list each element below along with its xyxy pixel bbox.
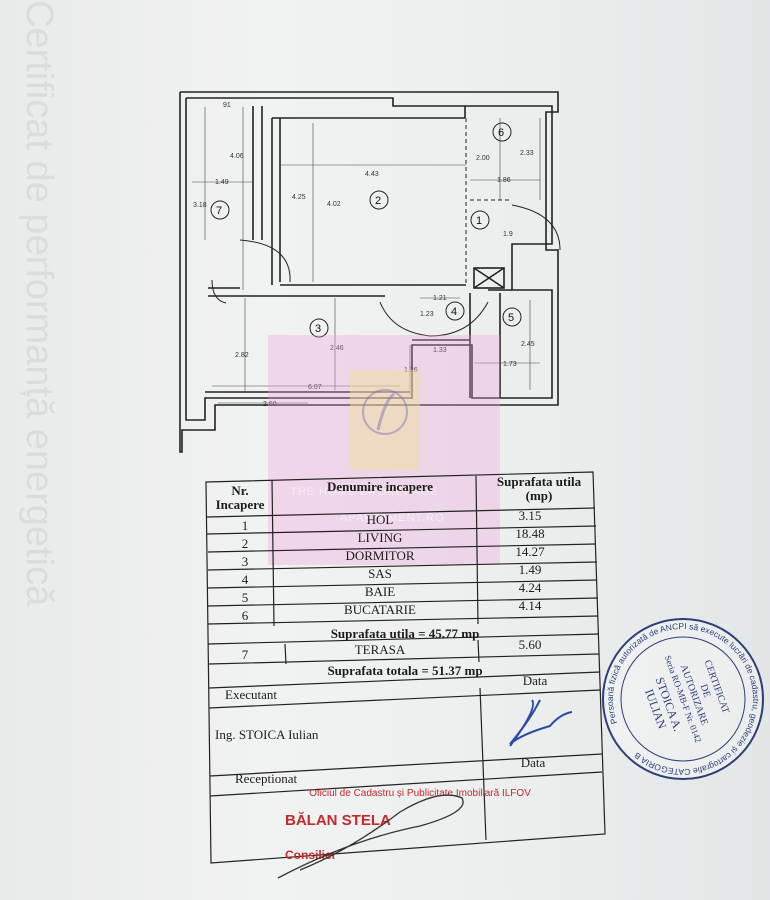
table-row-name: HOL xyxy=(366,512,394,527)
table-row-nr: 4 xyxy=(241,572,249,587)
data-label: Data xyxy=(520,755,546,770)
data-label: Data xyxy=(522,673,548,688)
table-row-nr: 1 xyxy=(241,518,249,533)
svg-text:5: 5 xyxy=(508,312,514,324)
terrace-nr: 7 xyxy=(241,647,249,662)
authorization-stamp: Persoană fizică autorizată de ANCPI să e… xyxy=(583,599,770,799)
svg-text:4.25: 4.25 xyxy=(292,194,306,201)
col-header-nr: Nr. Incapere xyxy=(215,483,265,512)
table-row-area: 14.27 xyxy=(515,544,545,559)
col-header-name: Denumire incapere xyxy=(326,479,434,494)
svg-text:2.82: 2.82 xyxy=(235,352,249,359)
col-header-area: Suprafata utila (mp) xyxy=(496,474,582,503)
dashed-lines xyxy=(465,118,512,285)
svg-text:1.9: 1.9 xyxy=(503,231,513,238)
subtotal-row: Suprafata utila = 45.77 mp xyxy=(330,626,480,641)
dimension-labels: 91 4.06 1.49 3.18 4.25 4.02 4.43 2.00 2.… xyxy=(193,102,535,408)
executant-label: Executant xyxy=(225,687,277,702)
terrace-name: TERASA xyxy=(354,642,406,657)
watermark-text: THE HOME BROKERAGE xyxy=(290,486,439,498)
table-row-area: 3.15 xyxy=(518,508,542,523)
table-row-nr: 2 xyxy=(241,536,249,551)
svg-text:1.86: 1.86 xyxy=(497,177,511,184)
table-row-area: 4.14 xyxy=(518,598,542,613)
table-row-nr: 5 xyxy=(241,590,249,605)
svg-text:4: 4 xyxy=(451,306,457,318)
receiver-signature xyxy=(277,794,464,879)
svg-text:2: 2 xyxy=(375,195,381,207)
svg-text:7: 7 xyxy=(216,205,222,217)
watermark-subtext: APARTAMENT.RO xyxy=(340,512,445,524)
svg-text:6.07: 6.07 xyxy=(308,384,322,391)
svg-text:6: 6 xyxy=(498,127,504,139)
svg-text:3.18: 3.18 xyxy=(193,202,207,209)
dimension-lines xyxy=(192,107,541,404)
svg-text:2.33: 2.33 xyxy=(520,150,534,157)
svg-text:3: 3 xyxy=(315,323,321,335)
svg-text:2.45: 2.45 xyxy=(521,341,535,348)
svg-text:1.73: 1.73 xyxy=(503,361,517,368)
table-row-area: 18.48 xyxy=(515,526,545,541)
plan-walls xyxy=(179,91,559,453)
table-row-name: LIVING xyxy=(357,530,403,545)
svg-text:1.33: 1.33 xyxy=(433,347,447,354)
svg-text:91: 91 xyxy=(223,102,231,109)
door-swings xyxy=(211,204,561,337)
table-row-name: BAIE xyxy=(364,584,396,599)
table-row-name: BUCATARIE xyxy=(344,602,416,617)
svg-text:2.60: 2.60 xyxy=(263,401,277,408)
svg-text:1.49: 1.49 xyxy=(215,179,229,186)
svg-text:4.43: 4.43 xyxy=(365,171,379,178)
terrace-area: 5.60 xyxy=(518,637,542,652)
official-name: BĂLAN STELA xyxy=(285,812,391,829)
table-row-area: 1.49 xyxy=(518,562,542,577)
room-markers: 1 2 3 4 5 6 7 xyxy=(210,122,522,338)
table-row-nr: 6 xyxy=(241,608,249,623)
svg-text:1: 1 xyxy=(476,215,482,227)
receptionat-label: Receptionat xyxy=(235,771,298,786)
table-row-area: 4.24 xyxy=(518,580,542,595)
svg-text:1.23: 1.23 xyxy=(420,311,434,318)
svg-text:2.46: 2.46 xyxy=(330,345,344,352)
svg-text:2.00: 2.00 xyxy=(476,155,490,162)
office-stamp-text: Oficiul de Cadastru și Publicitate Imobi… xyxy=(309,788,531,799)
table-row-name: SAS xyxy=(368,566,392,581)
svg-text:DE: DE xyxy=(698,683,713,699)
table-row-name: DORMITOR xyxy=(345,548,415,563)
executant-name: Ing. STOICA Iulian xyxy=(215,727,319,742)
svg-text:1.21: 1.21 xyxy=(433,295,447,302)
executant-signature xyxy=(509,699,573,745)
svg-text:1.26: 1.26 xyxy=(404,367,418,374)
total-row: Suprafata totala = 51.37 mp xyxy=(327,663,483,678)
official-role: Consilier xyxy=(285,848,337,862)
table-row-nr: 3 xyxy=(241,554,249,569)
svg-text:4.02: 4.02 xyxy=(327,201,341,208)
svg-text:4.06: 4.06 xyxy=(230,153,244,160)
